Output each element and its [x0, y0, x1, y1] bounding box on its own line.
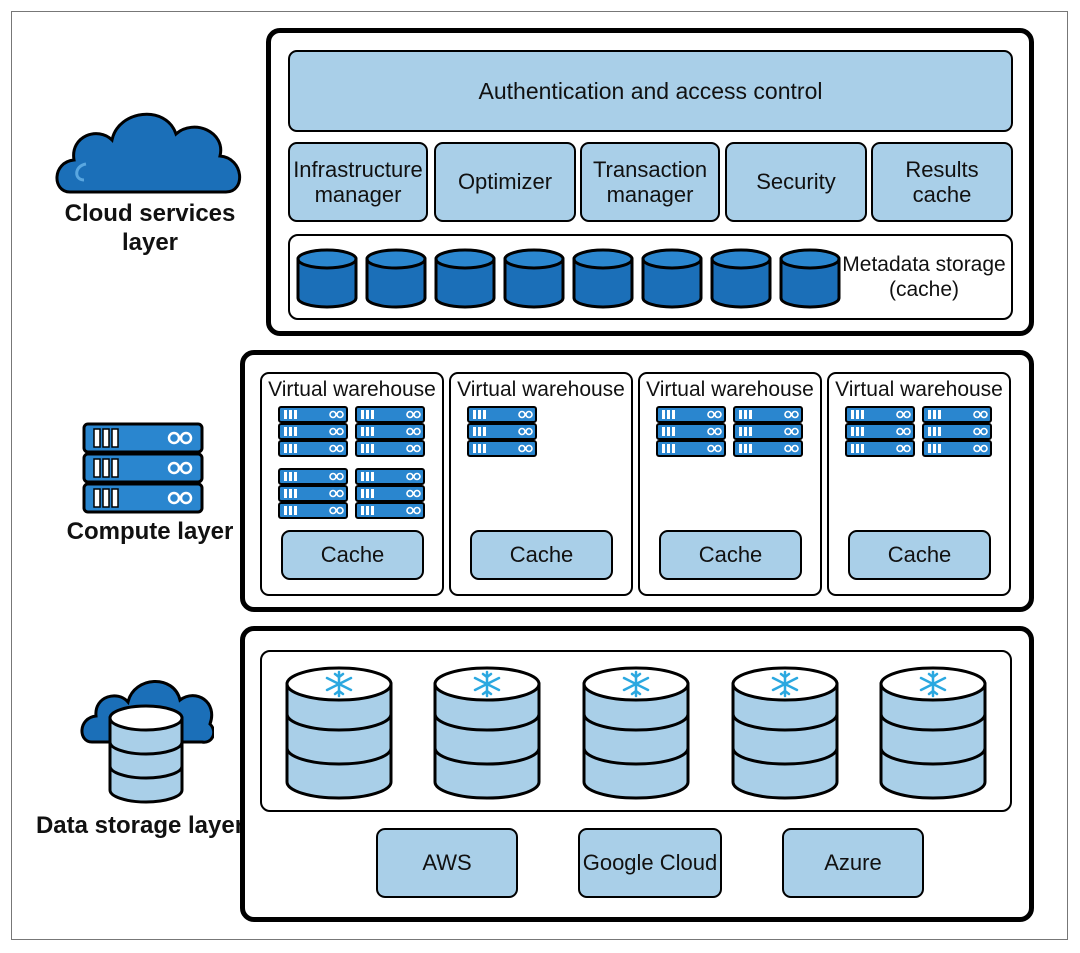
cache-box: Cache	[470, 530, 613, 580]
database-1	[284, 666, 396, 802]
optimizer-box: Optimizer	[434, 142, 576, 222]
database-2	[432, 666, 544, 802]
transaction-manager-box: Transaction manager	[580, 142, 720, 222]
cylinder-icon	[296, 248, 358, 309]
server-rack-icon	[82, 422, 204, 514]
cylinder-icon	[572, 248, 634, 309]
cloud-icon	[50, 100, 250, 198]
aws-box: AWS	[376, 828, 518, 898]
cylinder-icon	[779, 248, 841, 309]
diagram-frame	[11, 11, 1068, 940]
azure-box: Azure	[782, 828, 924, 898]
server-rack-icon	[656, 406, 806, 462]
auth-access-control-box: Authentication and access control	[288, 50, 1013, 132]
virtual-warehouse-title: Virtual warehouse	[835, 378, 1003, 401]
database-cloud-icon	[78, 672, 214, 804]
virtual-warehouse-title: Virtual warehouse	[646, 378, 814, 401]
virtual-warehouse-title: Virtual warehouse	[268, 378, 436, 401]
compute-layer-label: Compute layer	[66, 518, 234, 545]
cylinder-icon	[503, 248, 565, 309]
cache-box: Cache	[281, 530, 424, 580]
server-rack-icon	[467, 406, 539, 462]
database-5	[878, 666, 990, 802]
cache-box: Cache	[659, 530, 802, 580]
cylinder-icon	[641, 248, 703, 309]
cache-box: Cache	[848, 530, 991, 580]
security-box: Security	[725, 142, 867, 222]
database-3	[581, 666, 693, 802]
metadata-storage-label: Metadata storage (cache)	[842, 253, 1006, 302]
cylinder-icon	[434, 248, 496, 309]
cloud-services-layer-label: Cloud services layer	[64, 200, 236, 256]
cylinder-icon	[710, 248, 772, 309]
data-storage-layer-label: Data storage layer	[35, 812, 245, 839]
virtual-warehouse-title: Virtual warehouse	[457, 378, 625, 401]
cylinder-icon	[365, 248, 427, 309]
metadata-cylinders	[296, 248, 841, 310]
results-cache-box: Results cache	[871, 142, 1013, 222]
server-rack-icon	[278, 406, 428, 524]
infrastructure-manager-box: Infrastructure manager	[288, 142, 428, 222]
google-cloud-box: Google Cloud	[578, 828, 722, 898]
database-4	[730, 666, 842, 802]
server-rack-icon	[845, 406, 995, 462]
